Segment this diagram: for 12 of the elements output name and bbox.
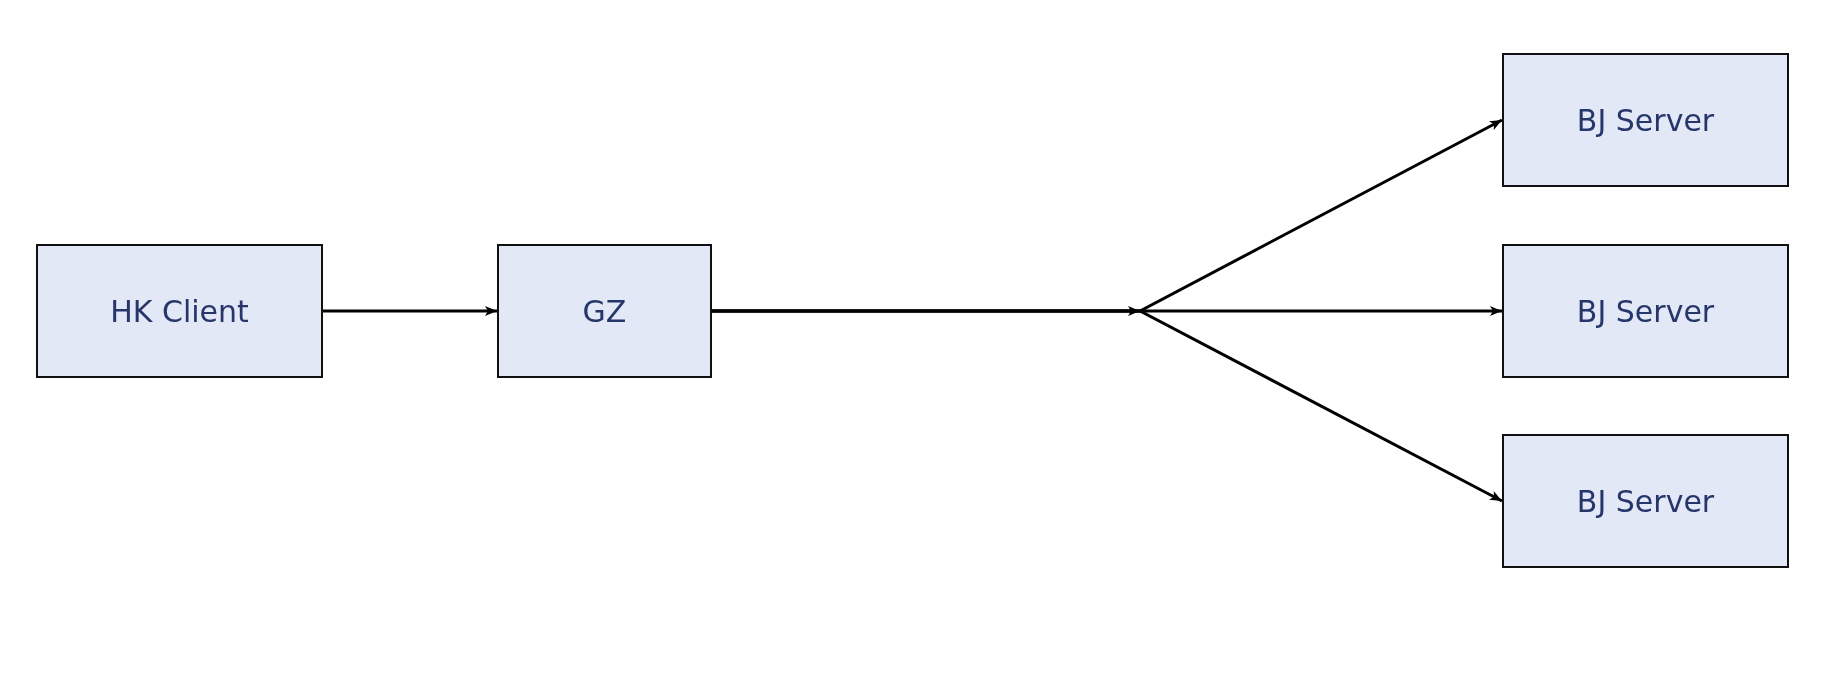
box-label: GZ xyxy=(582,293,627,329)
process-box xyxy=(497,244,712,378)
arrow xyxy=(712,309,1503,503)
box-label: BJ Server xyxy=(1576,483,1715,519)
process-box xyxy=(1502,434,1789,568)
box-label: HK Client xyxy=(110,293,249,329)
arrow xyxy=(323,306,497,316)
box-label: BJ Server xyxy=(1576,102,1715,138)
process-box xyxy=(36,244,323,378)
box-label: BJ Server xyxy=(1576,293,1715,329)
process-box xyxy=(1502,53,1789,187)
process-box xyxy=(1502,244,1789,378)
